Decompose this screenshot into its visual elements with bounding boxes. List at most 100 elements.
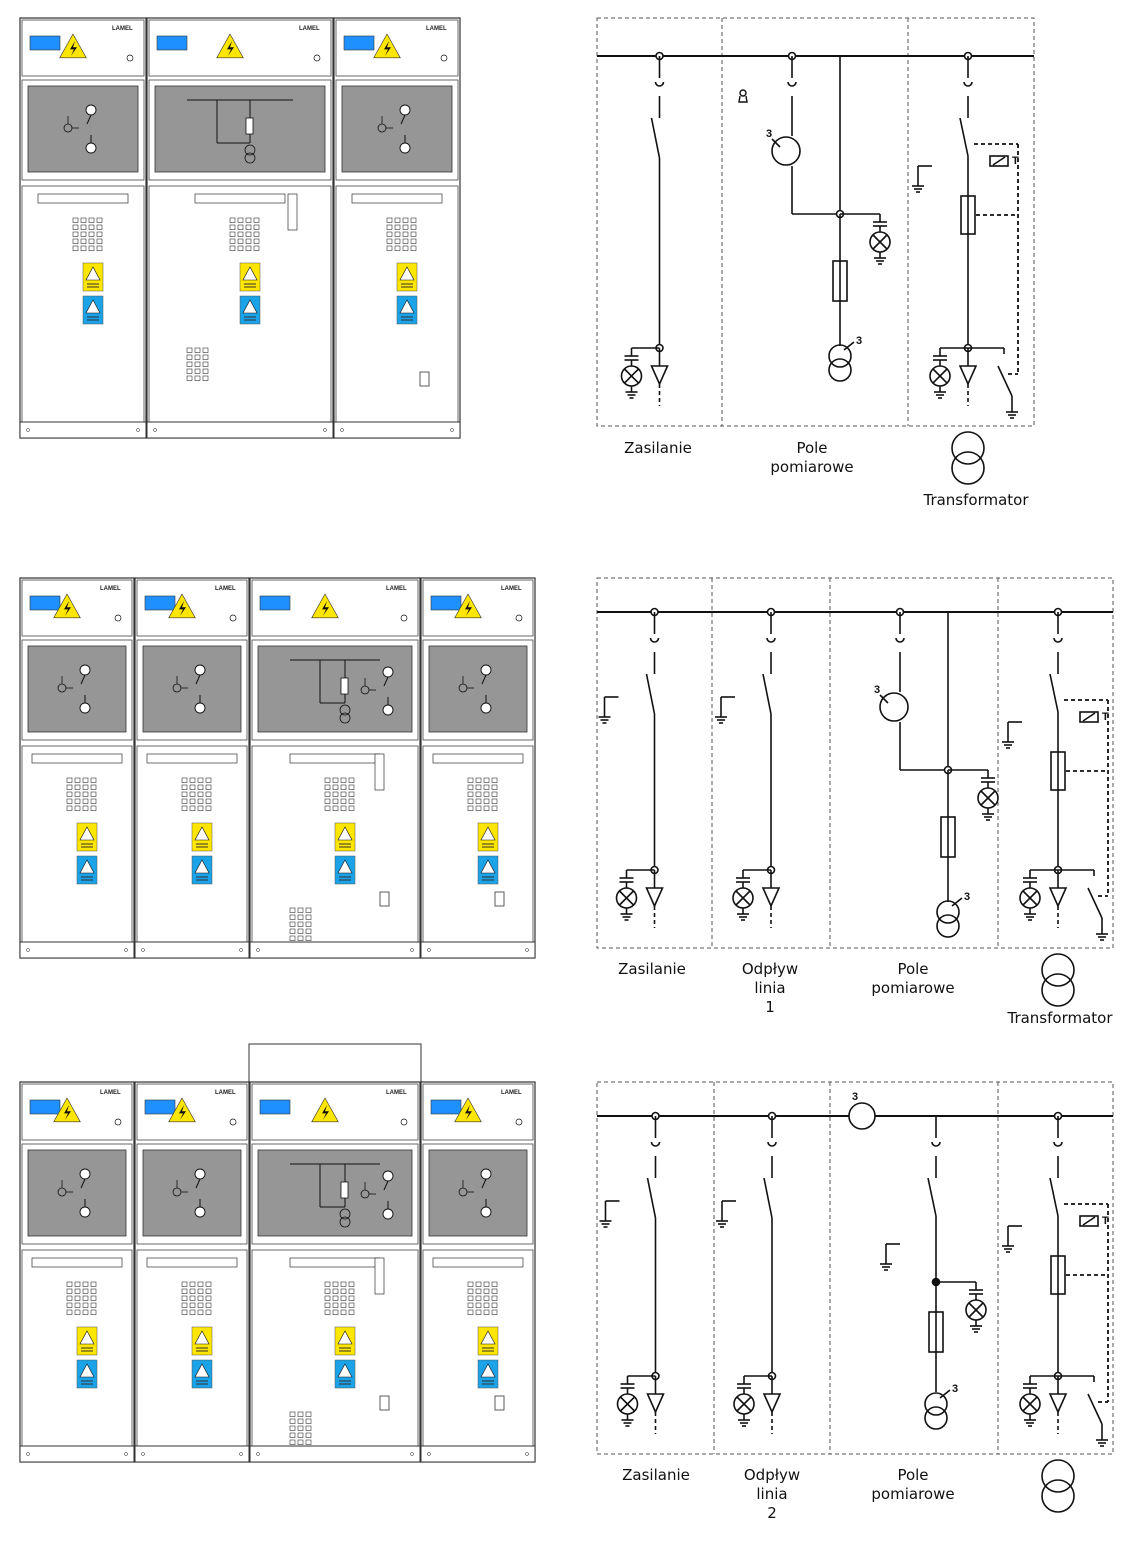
- ventilation-grid: [467, 777, 498, 811]
- mimic-indicator: [480, 702, 492, 714]
- single-line-row: ZasilanieOdpływlinia233PolepomiaroweTTra…: [596, 1081, 1114, 1522]
- metering-field: 33: [766, 51, 891, 382]
- vent-slot: [197, 784, 204, 790]
- vent-slot: [74, 791, 81, 797]
- vent-slot: [332, 791, 339, 797]
- lock-knob: [400, 1118, 408, 1126]
- vent-slot: [483, 1281, 490, 1287]
- tr-coil: [1041, 953, 1075, 987]
- vent-slot: [410, 231, 417, 237]
- vent-slot: [297, 1411, 304, 1417]
- vent-slot: [82, 1288, 89, 1294]
- sign-triangle: [242, 266, 258, 281]
- nameplate-slot: [146, 1257, 238, 1268]
- nameplate-slot: [31, 1257, 123, 1268]
- vent-slot: [181, 798, 188, 804]
- vent-slot: [194, 361, 201, 367]
- vent-slot: [386, 217, 393, 223]
- feeder-field: [716, 1111, 782, 1434]
- sign-triangle: [480, 826, 496, 841]
- vent-slot: [467, 777, 474, 783]
- vent-slot: [253, 217, 260, 223]
- vent-slot: [348, 1281, 355, 1287]
- wire: [932, 368, 948, 384]
- warning-sign-icon: [334, 1326, 356, 1356]
- terminal-cup: [895, 637, 905, 643]
- vent-slot: [348, 784, 355, 790]
- bolt: [427, 948, 431, 952]
- wire: [872, 234, 888, 250]
- transformer-field: T: [912, 51, 1019, 485]
- inspection-window: [379, 891, 390, 907]
- cable-termination-icon: [646, 1393, 665, 1434]
- warning-sign-icon: [76, 1359, 98, 1389]
- switch-blade: [1049, 1177, 1059, 1217]
- vent-slot: [88, 238, 95, 244]
- vent-slot: [88, 231, 95, 237]
- sign-triangle: [79, 1363, 95, 1378]
- field-label-line: Zasilanie: [624, 439, 692, 457]
- wire: [968, 1302, 984, 1318]
- vent-slot: [197, 791, 204, 797]
- fuse-icon: [832, 260, 848, 302]
- bolt: [64, 1105, 71, 1120]
- vent-slot: [491, 784, 498, 790]
- mimic-blade: [383, 676, 389, 687]
- mimic-blade: [80, 674, 86, 685]
- vent-slot: [189, 805, 196, 811]
- vent-slot: [483, 1309, 490, 1315]
- brand-logo: LAMEL: [100, 586, 121, 592]
- vent-slot: [202, 354, 209, 360]
- mimic-vt: [339, 1208, 351, 1220]
- lightning-bolt-icon: [454, 593, 482, 619]
- field-label: Zasilanie: [624, 439, 692, 457]
- mimic-blade: [481, 674, 487, 685]
- vent-slot: [181, 777, 188, 783]
- vent-slot: [305, 1439, 312, 1445]
- warning-sign-icon: [334, 855, 356, 885]
- trip-mark-label: T: [1102, 1215, 1109, 1227]
- fuse-icon: [940, 816, 956, 858]
- switchgear-cabinet: LAMEL: [249, 577, 421, 959]
- vent-slot: [205, 1309, 212, 1315]
- vent-slot: [348, 791, 355, 797]
- vent-slot: [189, 1295, 196, 1301]
- vent-slot: [66, 784, 73, 790]
- sign-triangle: [85, 299, 101, 314]
- warning-sign-icon: [477, 822, 499, 852]
- switchgear-cabinet: LAMEL: [134, 577, 250, 959]
- field-label-line: Pole: [897, 1466, 928, 1484]
- vent-slot: [82, 784, 89, 790]
- vent-slot: [205, 1288, 212, 1294]
- terminal-cup: [654, 81, 665, 87]
- earthing-switch-icon: [598, 696, 619, 724]
- lightning-bolt-icon: [373, 33, 401, 59]
- vent-slot: [82, 1309, 89, 1315]
- wire: [1022, 1396, 1038, 1412]
- vent-slot: [289, 935, 296, 941]
- ct-core: [879, 692, 909, 722]
- vent-slot: [305, 935, 312, 941]
- field-label-line: Zasilanie: [618, 960, 686, 978]
- vent-slot: [305, 1432, 312, 1438]
- vent-slot: [297, 1439, 304, 1445]
- inspection-window: [419, 371, 430, 387]
- field-label-line: pomiarowe: [871, 979, 954, 997]
- vent-slot: [402, 245, 409, 251]
- wire: [1022, 890, 1038, 906]
- vent-slot: [332, 798, 339, 804]
- ct-tick: [771, 138, 781, 148]
- vent-slot: [205, 777, 212, 783]
- nameplate-slot: [37, 193, 129, 204]
- vent-slot: [189, 784, 196, 790]
- lock-knob: [229, 614, 237, 622]
- brand-logo: LAMEL: [386, 1090, 407, 1096]
- sign-triangle: [194, 1330, 210, 1345]
- terminal-cup: [1053, 1141, 1063, 1147]
- mimic-blade: [80, 1178, 86, 1189]
- vent-slot: [297, 935, 304, 941]
- vent-slot: [237, 217, 244, 223]
- vent-slot: [467, 784, 474, 790]
- cable-termination-icon: [761, 887, 781, 928]
